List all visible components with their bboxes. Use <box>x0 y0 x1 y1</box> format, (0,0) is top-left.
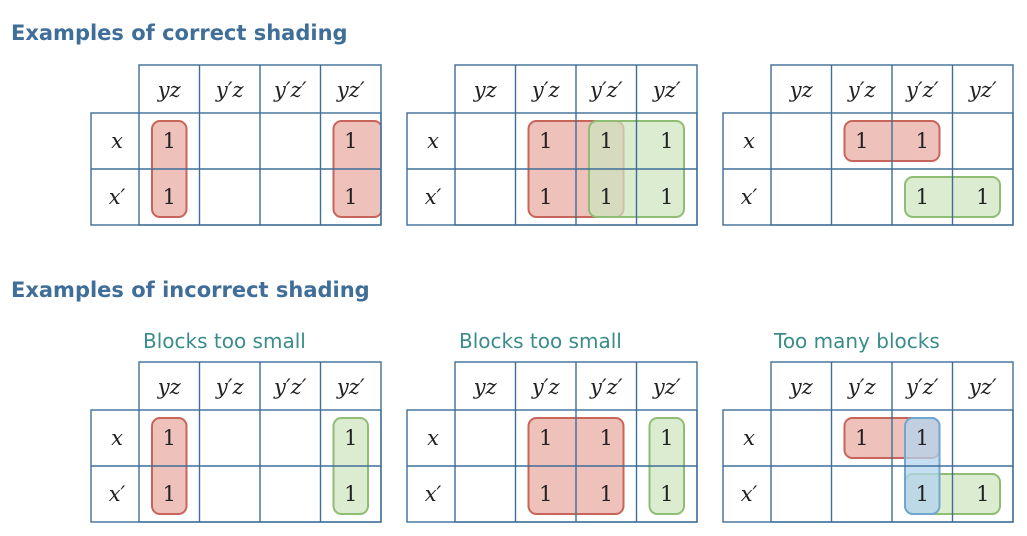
column-header-3: yz′ <box>652 78 681 102</box>
cell-value: 1 <box>976 185 989 209</box>
column-header-2: y′z′ <box>905 78 939 102</box>
subtitle-incorrect-3: Too many blocks <box>774 329 940 353</box>
kmap-grid <box>722 64 1014 226</box>
cell-value: 1 <box>916 482 929 506</box>
column-header-1: y′z <box>847 375 877 399</box>
column-header-2: y′z′ <box>273 375 307 399</box>
column-header-1: y′z <box>847 78 877 102</box>
cell-value: 1 <box>660 185 673 209</box>
column-header-2: y′z′ <box>273 78 307 102</box>
column-header-0: yz <box>157 375 182 399</box>
kmap-grid <box>406 361 698 523</box>
column-header-0: yz <box>473 375 498 399</box>
cell-value: 1 <box>916 426 929 450</box>
column-header-0: yz <box>789 78 814 102</box>
kmap-grid <box>90 361 382 523</box>
cell-value: 1 <box>916 185 929 209</box>
cell-value: 1 <box>539 482 552 506</box>
cell-value: 1 <box>916 129 929 153</box>
column-header-0: yz <box>473 78 498 102</box>
row-label-0: x <box>427 129 439 153</box>
column-header-3: yz′ <box>336 375 365 399</box>
cell-value: 1 <box>163 426 176 450</box>
heading-incorrect: Examples of incorrect shading <box>11 278 370 302</box>
column-header-3: yz′ <box>652 375 681 399</box>
row-label-0: x <box>111 129 123 153</box>
kmap-c2: yz y′z y′z′ yz′ x x′ 1 1 1 1 1 1 <box>406 64 698 226</box>
row-label-0: x <box>111 426 123 450</box>
cell-value: 1 <box>600 482 613 506</box>
subtitle-incorrect-2: Blocks too small <box>459 329 622 353</box>
column-header-0: yz <box>157 78 182 102</box>
cell-value: 1 <box>600 185 613 209</box>
cell-value: 1 <box>539 129 552 153</box>
row-label-1: x′ <box>425 482 442 506</box>
cell-value: 1 <box>539 426 552 450</box>
row-label-1: x′ <box>109 185 126 209</box>
cell-value: 1 <box>855 426 868 450</box>
row-label-0: x <box>427 426 439 450</box>
cell-value: 1 <box>163 129 176 153</box>
column-header-3: yz′ <box>968 375 997 399</box>
cell-value: 1 <box>344 482 357 506</box>
row-label-0: x <box>743 426 755 450</box>
row-label-0: x <box>743 129 755 153</box>
kmap-i2: yz y′z y′z′ yz′ x x′ 1 1 1 1 1 1 <box>406 361 698 523</box>
column-header-1: y′z <box>215 375 245 399</box>
row-label-1: x′ <box>425 185 442 209</box>
subtitle-incorrect-1: Blocks too small <box>143 329 306 353</box>
row-label-1: x′ <box>741 185 758 209</box>
column-header-0: yz <box>789 375 814 399</box>
column-header-2: y′z′ <box>905 375 939 399</box>
column-header-1: y′z <box>531 78 561 102</box>
cell-value: 1 <box>855 129 868 153</box>
kmap-grid <box>722 361 1014 523</box>
kmap-i3: yz y′z y′z′ yz′ x x′ 1 1 1 1 <box>722 361 1014 523</box>
cell-value: 1 <box>660 426 673 450</box>
column-header-3: yz′ <box>336 78 365 102</box>
cell-value: 1 <box>660 482 673 506</box>
kmap-grid <box>406 64 698 226</box>
column-header-2: y′z′ <box>589 375 623 399</box>
cell-value: 1 <box>163 185 176 209</box>
column-header-1: y′z <box>531 375 561 399</box>
column-header-1: y′z <box>215 78 245 102</box>
kmap-grid <box>90 64 382 226</box>
cell-value: 1 <box>976 482 989 506</box>
cell-value: 1 <box>163 482 176 506</box>
column-header-2: y′z′ <box>589 78 623 102</box>
cell-value: 1 <box>344 426 357 450</box>
column-header-3: yz′ <box>968 78 997 102</box>
cell-value: 1 <box>539 185 552 209</box>
cell-value: 1 <box>344 185 357 209</box>
cell-value: 1 <box>344 129 357 153</box>
cell-value: 1 <box>600 426 613 450</box>
kmap-i1: yz y′z y′z′ yz′ x x′ 1 1 1 1 <box>90 361 382 523</box>
cell-value: 1 <box>600 129 613 153</box>
row-label-1: x′ <box>741 482 758 506</box>
heading-correct: Examples of correct shading <box>11 21 348 45</box>
row-label-1: x′ <box>109 482 126 506</box>
cell-value: 1 <box>660 129 673 153</box>
kmap-c1: yz y′z y′z′ yz′ x x′ 1 1 1 1 <box>90 64 382 226</box>
kmap-c3: yz y′z y′z′ yz′ x x′ 1 1 1 1 <box>722 64 1014 226</box>
